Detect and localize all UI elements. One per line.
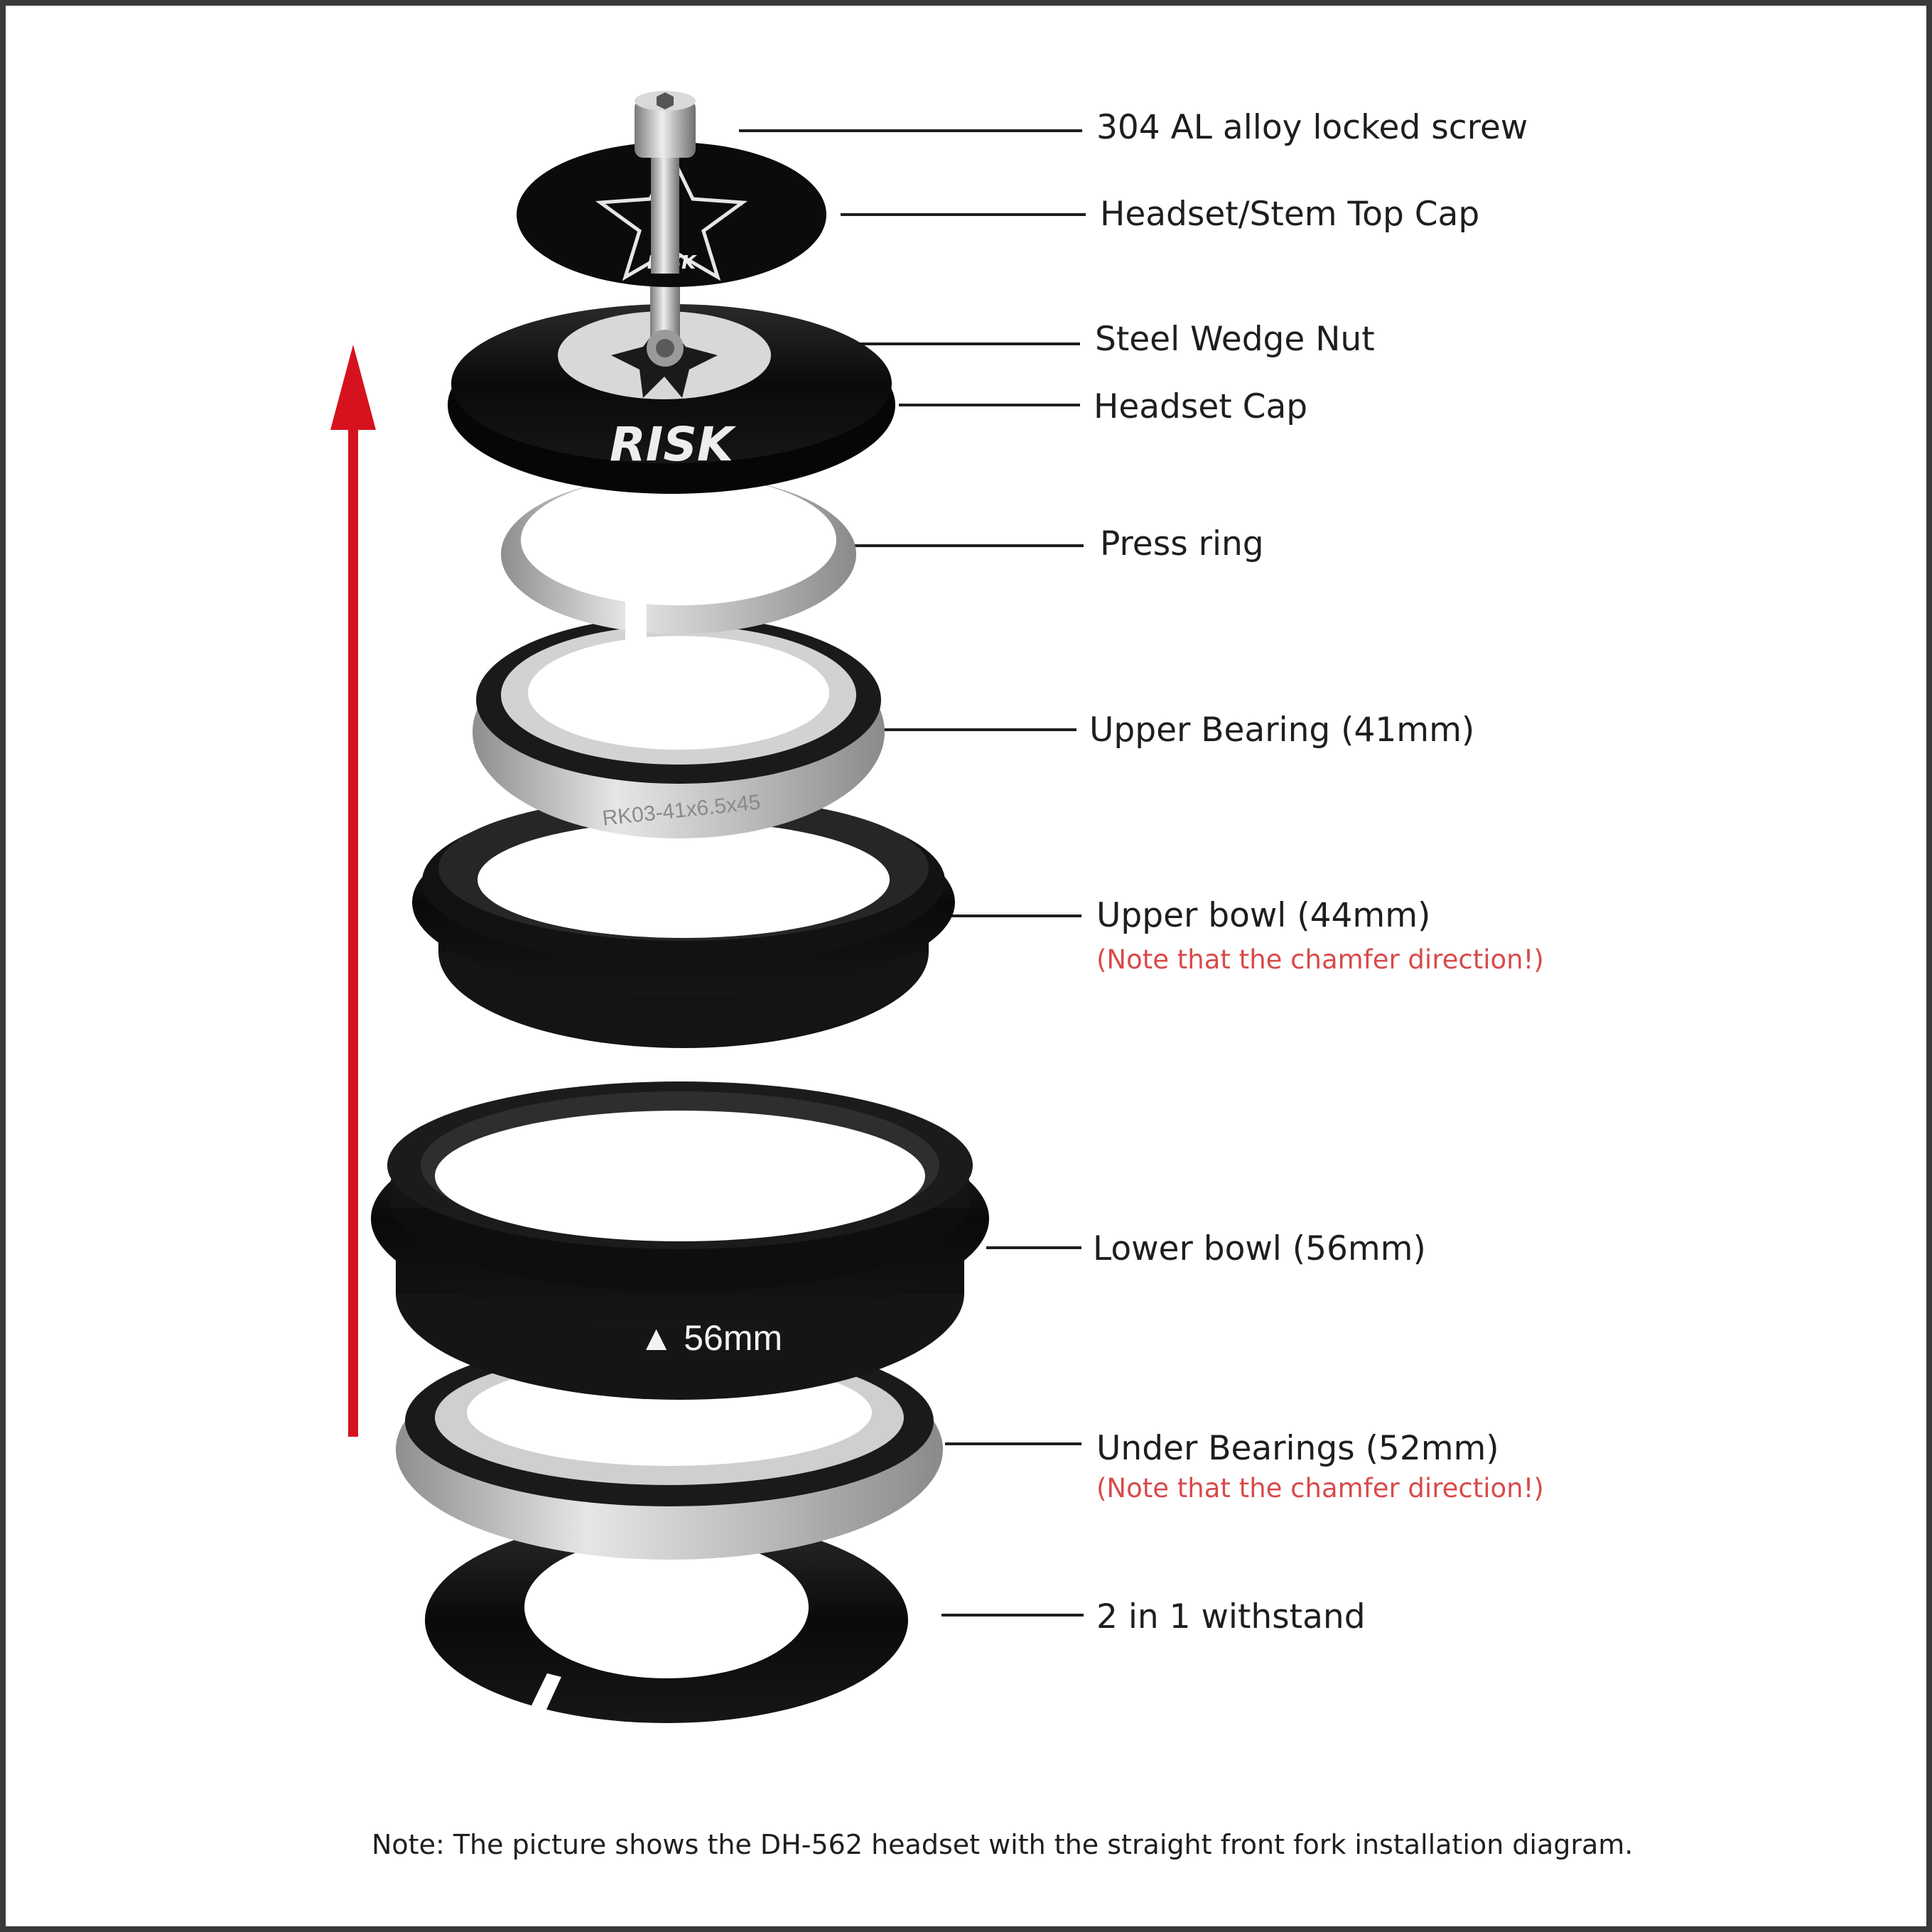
arrow-head (330, 345, 376, 430)
upper-bowl (412, 796, 955, 1048)
leader-lines (739, 129, 1086, 1617)
note-chamfer-upper-bowl: (Note that the chamfer direction!) (1096, 944, 1544, 975)
label-press-ring: Press ring (1100, 524, 1264, 563)
lower-bowl-size-mark: ▲ 56mm (639, 1318, 782, 1358)
diagram-caption: Note: The picture shows the DH-562 heads… (372, 1829, 1634, 1860)
assembly-direction-arrow (330, 345, 376, 1437)
upper-bearing (473, 616, 885, 838)
locked-screw (635, 91, 696, 274)
label-under-bearings: Under Bearings (52mm) (1096, 1429, 1499, 1468)
label-withstand: 2 in 1 withstand (1096, 1597, 1366, 1636)
note-chamfer-under-bearings: (Note that the chamfer direction!) (1096, 1473, 1544, 1504)
lower-bowl (371, 1081, 989, 1400)
label-upper-bearing: Upper Bearing (41mm) (1089, 711, 1475, 750)
label-top-cap: Headset/Stem Top Cap (1100, 195, 1480, 234)
label-upper-bowl: Upper bowl (44mm) (1096, 896, 1431, 935)
label-screw: 304 AL alloy locked screw (1096, 108, 1528, 147)
label-headset-cap: Headset Cap (1094, 387, 1308, 426)
arrow-shaft (348, 419, 358, 1437)
headset-cap (448, 304, 895, 494)
label-wedge-nut: Steel Wedge Nut (1095, 320, 1375, 359)
label-lower-bowl: Lower bowl (56mm) (1093, 1229, 1426, 1268)
headset-cap-brand-logo: RISK (610, 417, 737, 472)
press-ring (501, 475, 856, 639)
withstand-ring (425, 1517, 908, 1723)
